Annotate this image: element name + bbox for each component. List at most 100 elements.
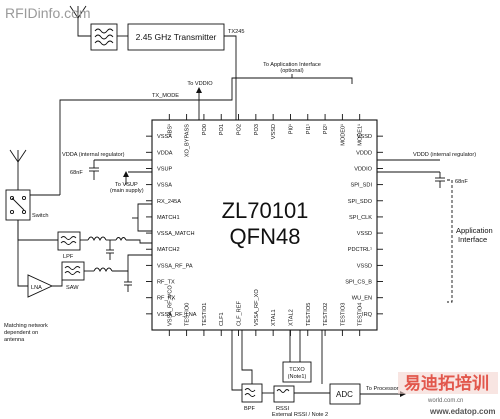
pin-left-label: VSSA_RF_PA (157, 263, 193, 269)
lpf-icon (60, 236, 77, 245)
pin-bottom-label: TESTIO1 (202, 303, 208, 326)
transmitter-block (127, 23, 225, 51)
to-vsup-label-2: (main supply) (110, 188, 144, 194)
pin-bottom-label: XTAL1 (271, 309, 277, 326)
lna-block (27, 274, 54, 298)
tx-filter (90, 23, 118, 51)
app-if-label-1: Application (456, 226, 493, 235)
pin-left-label: RF_TX (157, 280, 175, 286)
switch-label: Switch (32, 213, 48, 219)
pin-bottom-label: VSSA_RF_VCO (167, 285, 173, 326)
watermark-bottom-cn: 易迪拓培训 (404, 373, 489, 393)
pin-left-label: RF_RX (157, 296, 176, 302)
to-app-label-1: To Application Interface (263, 62, 321, 68)
pin-bottom-label: TESTIO5 (306, 303, 312, 326)
pin-left-label: VSSA_RF_LNA (157, 312, 197, 318)
pins-right: VSSD VDDD VDDIO SPI_SDI SPI_SDO SPI_CLK VSSD PD… (345, 134, 383, 318)
rx-inductor (93, 267, 113, 273)
adc-label: ADC (336, 390, 353, 399)
rx-antenna-icon (9, 149, 27, 190)
pin-bottom-label: TESTIO3 (340, 303, 346, 326)
tcxo-label-1: TCXO (289, 367, 305, 373)
to-vsup-label-1: To VSUP (115, 182, 138, 188)
pin-left-label: MATCH2 (157, 247, 180, 253)
pin-bottom-label: TESTIO4 (358, 303, 364, 326)
transmitter-label: 2.45 GHz Transmitter (136, 32, 217, 42)
vdda-reg-label: VDDA (internal regulator) (62, 152, 125, 158)
cap-68nf-right: 68nF (455, 179, 468, 185)
tx-inductor-1 (87, 236, 107, 242)
saw-icon (64, 266, 81, 275)
pin-left-label: VSSA_MATCH (157, 231, 195, 237)
pin-right-label: VSSD (357, 231, 372, 237)
tx-antenna-icon (69, 5, 87, 30)
pin-left-label: VDDA (157, 150, 173, 156)
pin-top-label: PI1¹ (306, 124, 312, 134)
bpf-block (241, 383, 263, 403)
pin-top-label: IBS¹ (167, 124, 173, 135)
pin-bottom-label: TESTIO0 (185, 303, 191, 326)
pin-top-label: VSSD (271, 124, 277, 139)
pin-top-label: MODE1¹ (358, 124, 364, 146)
lna-label: LNA (31, 285, 42, 291)
pin-top-label: PO3 (254, 124, 260, 135)
cap-68nf-left: 68nF (70, 170, 83, 176)
pin-right-label: PDCTRL¹ (348, 247, 372, 253)
lpf-block (57, 231, 81, 251)
matching-label-3: antenna (4, 337, 25, 343)
pin-top-label: PO2 (237, 124, 243, 135)
pin-right-label: WU_EN (352, 296, 372, 302)
pin-bottom-label: TESTIO2 (323, 303, 329, 326)
pin-right-label: VDDIO (354, 166, 372, 172)
pin-right-label: SPI_SDO (348, 199, 373, 205)
pin-bottom-label: XTAL2 (288, 309, 294, 326)
pin-right-label: SPI_SDI (351, 183, 373, 189)
pin-right-label: SPI_CLK (349, 215, 372, 221)
pin-left-label: VSSA (157, 183, 172, 189)
pin-right-label: VSSD (357, 134, 372, 140)
pin-right-label: SPI_CS_B (345, 280, 372, 286)
tx-mode-label: TX_MODE (152, 93, 179, 99)
watermark-logo (398, 372, 498, 394)
pin-top-label: PI0¹ (288, 124, 294, 134)
tcxo-label-2: (Note1) (288, 374, 307, 380)
pin-bottom-label: CLF_REF (237, 301, 243, 326)
pin-top-label: PI2¹ (323, 124, 329, 134)
pin-top-label: PO0 (202, 124, 208, 135)
saw-label: SAW (66, 285, 79, 291)
pin-bottom-label: CLF1 (219, 312, 225, 326)
matching-label-1: Matching network (4, 323, 48, 329)
vddd-reg-label: VDDD (internal regulator) (413, 152, 476, 158)
rssi-label: RSSI (276, 406, 290, 412)
pins-left: VSSAVDDAVSUPVSSARX_245AMATCH1VSSA_MATCHM… (146, 134, 197, 318)
pin-top-label: PO1 (219, 124, 225, 135)
bpf-label: BPF (244, 406, 255, 412)
pin-top-label: MODE0¹ (340, 124, 346, 146)
pin-right-label: VDDD (356, 150, 372, 156)
tx245-label: TX245 (228, 29, 244, 35)
pin-right-label: IRQ (362, 312, 373, 318)
app-if-label-2: Interface (458, 235, 487, 244)
pin-left-label: VSUP (157, 166, 173, 172)
switch-block (5, 189, 31, 221)
tx-filter-icon (94, 28, 114, 46)
saw-block (61, 261, 85, 281)
rssi-icon (276, 389, 290, 393)
watermark-bottom-url: www.edatop.com (429, 407, 496, 416)
bpf-icon (244, 388, 256, 397)
rssi-block (273, 385, 295, 403)
pin-bottom-label: VSSA_RF_XO (254, 289, 260, 326)
lpf-label: LPF (63, 254, 74, 260)
tcxo-block (282, 361, 312, 383)
watermark-top: RFIDinfo.com (5, 5, 91, 21)
pins-top: IBS¹ XO_BYPASS PO0 PO1 PO2 PO3 VSSD PI0¹ PI1¹ PI2… (167, 114, 364, 157)
tx-inductor-2 (115, 237, 127, 242)
ext-rssi-label: External RSSI / Note 2 (272, 412, 328, 418)
pin-top-label: XO_BYPASS (185, 124, 191, 157)
pin-right-label: VSSD (357, 263, 372, 269)
chip-body (151, 119, 378, 331)
to-processor-label: To Processor (366, 386, 399, 392)
chip-name-line2: QFN48 (230, 224, 301, 249)
pin-left-label: VSSA (157, 134, 172, 140)
